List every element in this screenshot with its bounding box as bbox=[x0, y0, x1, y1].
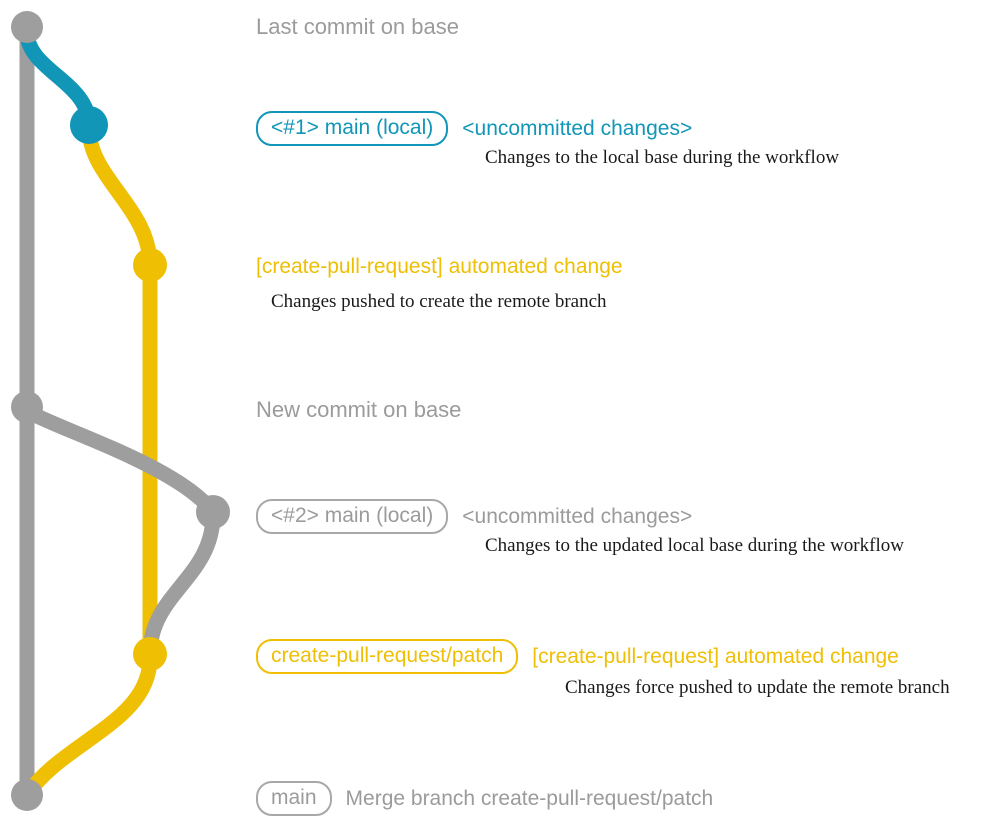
commit-message-patch-1: [create-pull-request] automated change bbox=[256, 255, 623, 278]
commit-node-base-new[interactable] bbox=[11, 391, 43, 423]
commit-node-local-2[interactable] bbox=[196, 495, 230, 529]
branch-badge-main[interactable]: main bbox=[256, 781, 332, 816]
commit-message-patch-2: [create-pull-request] automated change bbox=[532, 645, 899, 668]
label-new-commit-on-base: New commit on base bbox=[256, 397, 462, 422]
commit-node-patch-2[interactable] bbox=[133, 637, 167, 671]
commit-message-merge: Merge branch create-pull-request/patch bbox=[345, 787, 714, 810]
row-patch-1: [create-pull-request] automated change bbox=[256, 256, 623, 277]
commit-description-patch-2: Changes force pushed to update the remot… bbox=[565, 677, 950, 698]
commit-description-local-1: Changes to the local base during the wor… bbox=[485, 147, 840, 168]
commit-message-local-2: <uncommitted changes> bbox=[462, 505, 693, 528]
commit-description-local-2: Changes to the updated local base during… bbox=[485, 535, 904, 556]
branch-badge-local-1[interactable]: <#1> main (local) bbox=[256, 111, 449, 146]
commit-node-patch-1[interactable] bbox=[133, 248, 167, 282]
edge-patch2-to-merge bbox=[19, 650, 158, 803]
edge-basenew-to-local2 bbox=[19, 403, 221, 520]
row-local-2: <#2> main (local) <uncommitted changes> bbox=[256, 499, 692, 534]
row-local-1: <#1> main (local) <uncommitted changes> bbox=[256, 111, 692, 146]
row-merge: main Merge branch create-pull-request/pa… bbox=[256, 781, 713, 816]
row-patch-2: create-pull-request/patch [create-pull-r… bbox=[256, 639, 899, 674]
commit-node-base-merge[interactable] bbox=[11, 779, 43, 811]
commit-message-local-1: <uncommitted changes> bbox=[462, 117, 693, 140]
edge-local2-to-patch2 bbox=[142, 508, 221, 662]
edge-local1-to-patch1 bbox=[81, 120, 158, 273]
branch-badge-local-2[interactable]: <#2> main (local) bbox=[256, 499, 449, 534]
commit-node-local-1[interactable] bbox=[70, 106, 108, 144]
commit-node-base-last[interactable] bbox=[11, 11, 43, 43]
commit-description-patch-1: Changes pushed to create the remote bran… bbox=[271, 291, 607, 312]
branch-badge-patch-2[interactable]: create-pull-request/patch bbox=[256, 639, 519, 674]
label-last-commit-on-base: Last commit on base bbox=[256, 14, 459, 39]
